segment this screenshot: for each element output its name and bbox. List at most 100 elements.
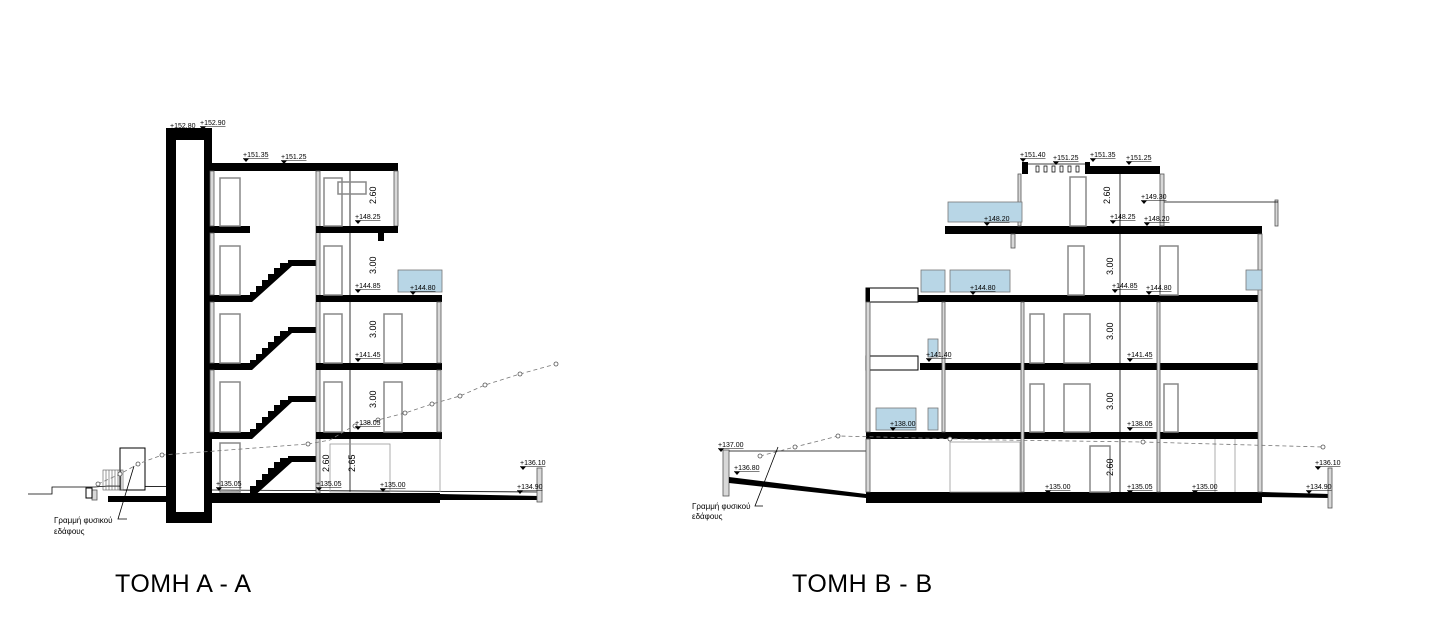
level-triangle-icon	[1192, 490, 1198, 494]
level-triangle-icon	[1127, 358, 1133, 362]
level-triangle-icon	[1126, 161, 1132, 165]
level-triangle-icon	[200, 126, 206, 130]
level-triangle-icon	[355, 426, 361, 430]
level-mark: +151.40	[1020, 152, 1046, 159]
dimension: 2.65	[347, 454, 357, 472]
level-mark: +134.90	[517, 484, 543, 491]
level-triangle-icon	[1110, 220, 1116, 224]
level-triangle-icon	[281, 160, 287, 164]
section-b-title: ΤΟΜΗ Β - Β	[792, 570, 933, 598]
level-mark: +144.80	[410, 285, 436, 292]
section-b-dimensions: 2.60 3.00 3.00 3.00 2.60	[1102, 186, 1115, 476]
level-mark: +148.20	[1144, 216, 1170, 223]
ground-points-b	[757, 433, 1326, 459]
dimension: 3.00	[1105, 322, 1115, 340]
level-triangle-icon	[216, 487, 222, 491]
level-triangle-icon	[718, 448, 724, 452]
level-triangle-icon	[1090, 158, 1096, 162]
level-mark: +137.00	[718, 442, 744, 449]
level-mark: +151.35	[1090, 152, 1116, 159]
level-triangle-icon	[1306, 490, 1312, 494]
level-mark: +151.35	[243, 152, 269, 159]
level-triangle-icon	[355, 358, 361, 362]
level-mark: +135.05	[1127, 484, 1153, 491]
dimension: 3.00	[368, 390, 378, 408]
level-triangle-icon	[520, 466, 526, 470]
level-triangle-icon	[1053, 161, 1059, 165]
dimension: 3.00	[1105, 392, 1115, 410]
level-mark: +152.80	[170, 123, 196, 130]
level-mark: +144.85	[1112, 283, 1138, 290]
level-mark: +151.25	[1053, 155, 1079, 162]
level-triangle-icon	[170, 129, 176, 133]
section-b-levels: +151.40 +151.25 +151.35 +151.25 +149.30 …	[718, 152, 1341, 491]
dimension: 3.00	[368, 320, 378, 338]
level-mark: +138.05	[1127, 421, 1153, 428]
ground-note-b: Γραμμή φυσικού	[692, 502, 750, 511]
level-triangle-icon	[1146, 291, 1152, 295]
level-triangle-icon	[970, 291, 976, 295]
level-triangle-icon	[1020, 158, 1026, 162]
level-mark: +144.85	[355, 283, 381, 290]
dimension: 2.60	[321, 454, 331, 472]
level-triangle-icon	[926, 358, 932, 362]
level-triangle-icon	[734, 471, 740, 475]
level-triangle-icon	[410, 291, 416, 295]
level-mark: +144.80	[970, 285, 996, 292]
ground-note-a: Γραμμή φυσικού	[54, 516, 112, 525]
level-mark: +136.10	[520, 460, 546, 467]
dimension: 3.00	[368, 256, 378, 274]
level-mark: +151.25	[1126, 155, 1152, 162]
level-triangle-icon	[984, 222, 990, 226]
section-a-drawing: Γραμμή φυσικού εδάφους +152.80 +152.90 +…	[28, 120, 559, 536]
level-mark: +135.05	[216, 481, 242, 488]
dimension: 2.60	[368, 186, 378, 204]
level-mark: +148.25	[355, 214, 381, 221]
ground-note-a-2: εδάφους	[54, 527, 85, 536]
ground-note-b-2: εδάφους	[692, 512, 723, 521]
level-triangle-icon	[1127, 427, 1133, 431]
staircase	[244, 260, 316, 498]
dimension: 2.60	[1105, 458, 1115, 476]
level-triangle-icon	[1141, 200, 1147, 204]
level-mark: +149.30	[1141, 194, 1167, 201]
level-mark: +135.00	[1192, 484, 1218, 491]
level-mark: +135.05	[316, 481, 342, 488]
level-triangles	[170, 126, 1341, 494]
level-mark: +135.00	[1045, 484, 1071, 491]
level-mark: +136.80	[734, 465, 760, 472]
section-a-dimensions: 2.60 3.00 3.00 3.00 2.60 2.65	[321, 186, 378, 472]
level-mark: +141.45	[1127, 352, 1153, 359]
level-triangle-icon	[1144, 222, 1150, 226]
section-a-levels: +152.80 +152.90 +151.35 +151.25 +148.25 …	[170, 120, 546, 491]
level-mark: +148.20	[984, 216, 1010, 223]
level-mark: +148.25	[1110, 214, 1136, 221]
ground-points	[95, 361, 559, 487]
level-mark: +144.80	[1146, 285, 1172, 292]
level-triangle-icon	[355, 220, 361, 224]
level-mark: +138.05	[355, 420, 381, 427]
level-mark: +138.00	[890, 421, 916, 428]
level-mark: +152.90	[200, 120, 226, 127]
level-mark: +141.40	[926, 352, 952, 359]
level-mark: +141.45	[355, 352, 381, 359]
dimension: 3.00	[1105, 257, 1115, 275]
level-triangle-icon	[517, 490, 523, 494]
level-triangle-icon	[355, 289, 361, 293]
level-triangle-icon	[1045, 490, 1051, 494]
level-mark: +134.90	[1306, 484, 1332, 491]
level-triangle-icon	[1112, 289, 1118, 293]
level-triangle-icon	[1127, 490, 1133, 494]
section-a-title: ΤΟΜΗ Α - Α	[115, 570, 252, 598]
level-triangle-icon	[890, 427, 896, 431]
level-mark: +136.10	[1315, 460, 1341, 467]
level-mark: +151.25	[281, 154, 307, 161]
level-triangle-icon	[243, 158, 249, 162]
level-mark: +135.00	[380, 482, 406, 489]
section-b-drawing: Γραμμή φυσικού εδάφους +151.40 +151.25 +…	[692, 152, 1341, 521]
dimension: 2.60	[1102, 186, 1112, 204]
level-triangle-icon	[316, 487, 322, 491]
level-triangle-icon	[1315, 466, 1321, 470]
pergola	[1028, 163, 1085, 173]
